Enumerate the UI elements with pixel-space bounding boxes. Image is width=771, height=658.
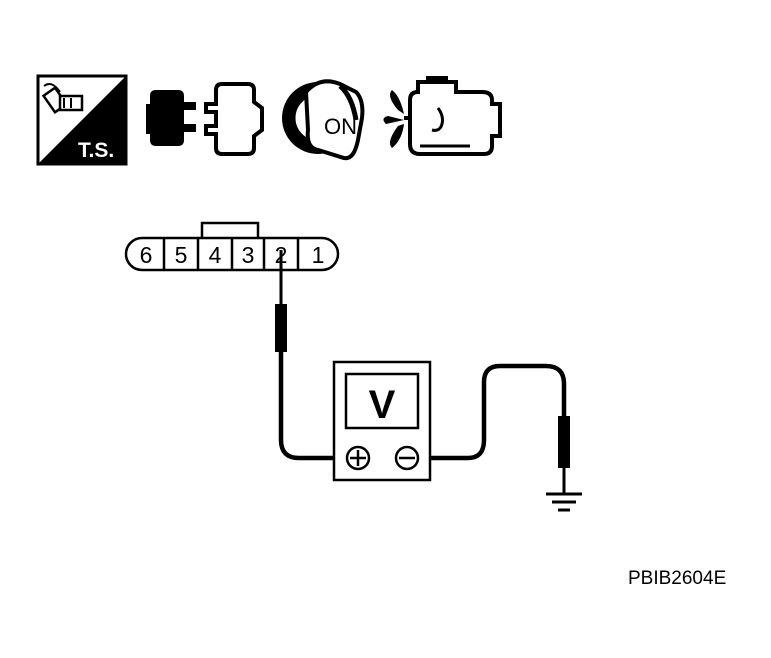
ignition-key-icon: ON (282, 79, 365, 161)
pin-4-label: 4 (209, 242, 222, 268)
pin-5-label: 5 (175, 242, 188, 268)
harness-connector: 6 5 4 3 2 1 (124, 221, 340, 272)
voltmeter-label: V (369, 383, 396, 427)
pin-3-label: 3 (242, 242, 255, 268)
ground-symbol (546, 492, 582, 512)
pin-6-label: 6 (140, 242, 153, 268)
voltmeter: V (332, 360, 432, 482)
negative-lead-wire (418, 363, 567, 461)
ignition-on-label: ON (324, 114, 357, 139)
negative-terminal-icon (394, 445, 420, 471)
positive-lead-wire (278, 352, 346, 461)
reference-code: PBIB2604E (628, 568, 726, 589)
pin-1-label: 1 (312, 242, 325, 268)
ts-icon: T.S. (36, 74, 128, 166)
positive-probe (275, 250, 287, 352)
ts-label: T.S. (78, 139, 114, 162)
connector-lock-tab (200, 221, 260, 241)
engine-icon (383, 76, 502, 156)
positive-terminal-icon (345, 445, 371, 471)
voltmeter-display (344, 372, 420, 430)
connector-disconnect-icon (146, 82, 264, 156)
negative-probe (558, 416, 570, 494)
